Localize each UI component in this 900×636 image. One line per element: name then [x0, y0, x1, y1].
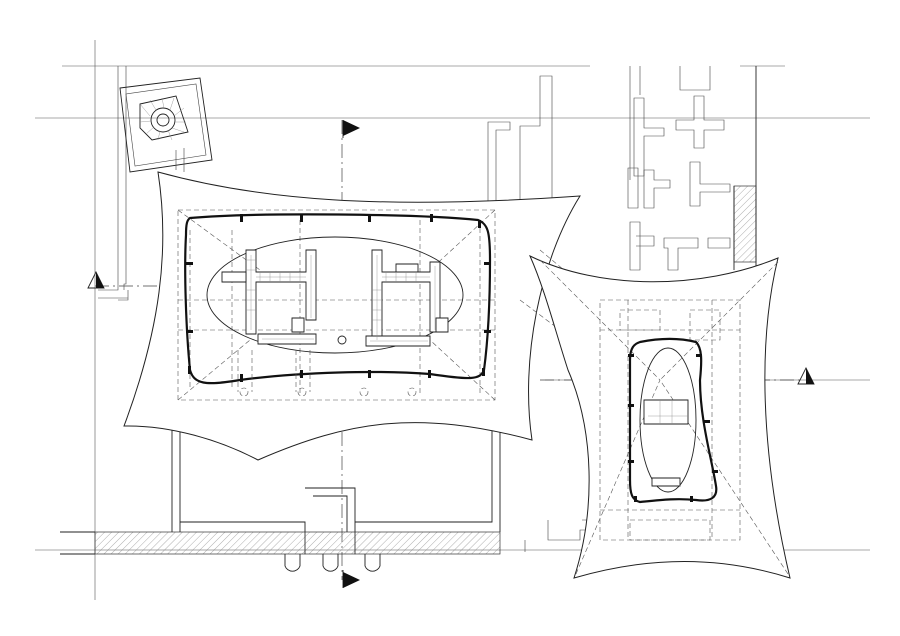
section-markers — [87, 120, 815, 588]
stair-tower — [119, 77, 213, 173]
section-marker-top — [342, 120, 360, 138]
secondary-canopy — [528, 254, 791, 579]
bottom-wall-left — [60, 419, 501, 572]
upper-middle-corridor — [487, 75, 553, 246]
section-marker-left — [87, 270, 105, 289]
section-marker-bottom — [342, 570, 360, 588]
section-marker-right — [797, 366, 815, 385]
main-canopy — [123, 171, 601, 461]
left-corridor-walls — [98, 66, 129, 301]
right-maze-walls — [627, 66, 757, 300]
